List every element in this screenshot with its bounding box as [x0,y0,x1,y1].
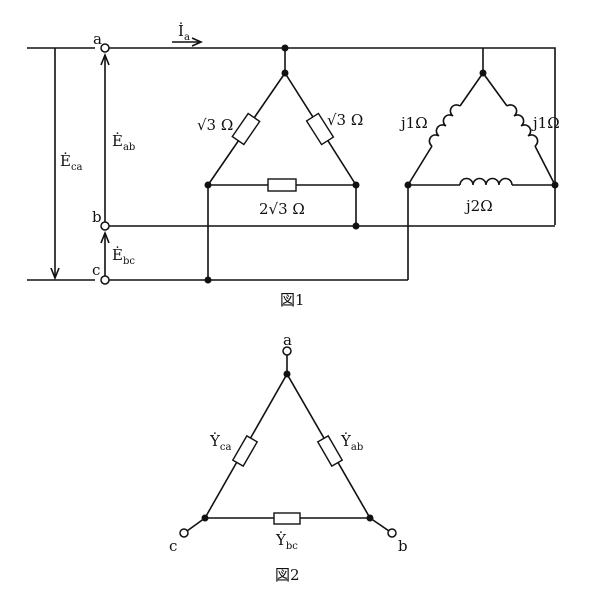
resistor-delta [204,44,360,284]
inductor-right-label: j1Ω [531,114,560,132]
voltage-label-bc: Ėbc [112,246,135,267]
fig2-terminal-a [282,346,292,356]
fig1-label-c: c [92,261,100,279]
figure-1-caption: 図1 [280,291,305,309]
admittance-ab-label: Ẏab [340,432,363,453]
fig2-label-b: b [398,537,408,555]
resistor-left-label: √3 Ω [197,116,233,134]
fig2-label-a: a [283,331,292,349]
resistor-right [305,112,335,146]
terminal-b [100,221,110,231]
figure-2-caption: 図2 [275,566,300,584]
fig1-label-b: b [92,208,102,226]
terminal-a [100,43,110,53]
figure-1: a b c İa Ėab Ėbc Ėca √3 Ω √3 Ω 2√3 Ω j1Ω… [27,22,560,309]
inductor-right [506,104,539,147]
inductor-left-label: j1Ω [399,114,428,132]
admittance-bc-label: Ẏbc [275,531,298,552]
resistor-left [231,112,261,146]
admittance-ab [316,434,344,468]
fig2-terminal-c [179,528,189,538]
line-a [108,47,556,225]
resistor-bottom [267,178,297,192]
admittance-ca-label: Ẏca [209,432,232,453]
inductor-left [428,104,461,147]
fig2-label-c: c [169,537,177,555]
voltage-label-ab: Ėab [112,132,135,153]
fig2-terminal-b [387,528,397,538]
admittance-bc [273,512,301,525]
voltage-label-ca: Ėca [60,152,83,173]
fig1-label-a: a [93,30,102,48]
figure-2: a c b Ẏca Ẏab Ẏbc 図2 [169,331,408,584]
resistor-right-label: √3 Ω [327,111,363,129]
inductor-bottom-label: j2Ω [464,197,493,215]
terminal-c [100,275,110,285]
admittance-ca [231,434,259,468]
inductor-delta [404,48,559,280]
resistor-bottom-label: 2√3 Ω [259,200,305,218]
inductor-bottom [459,177,513,186]
current-label: İa [178,22,190,43]
